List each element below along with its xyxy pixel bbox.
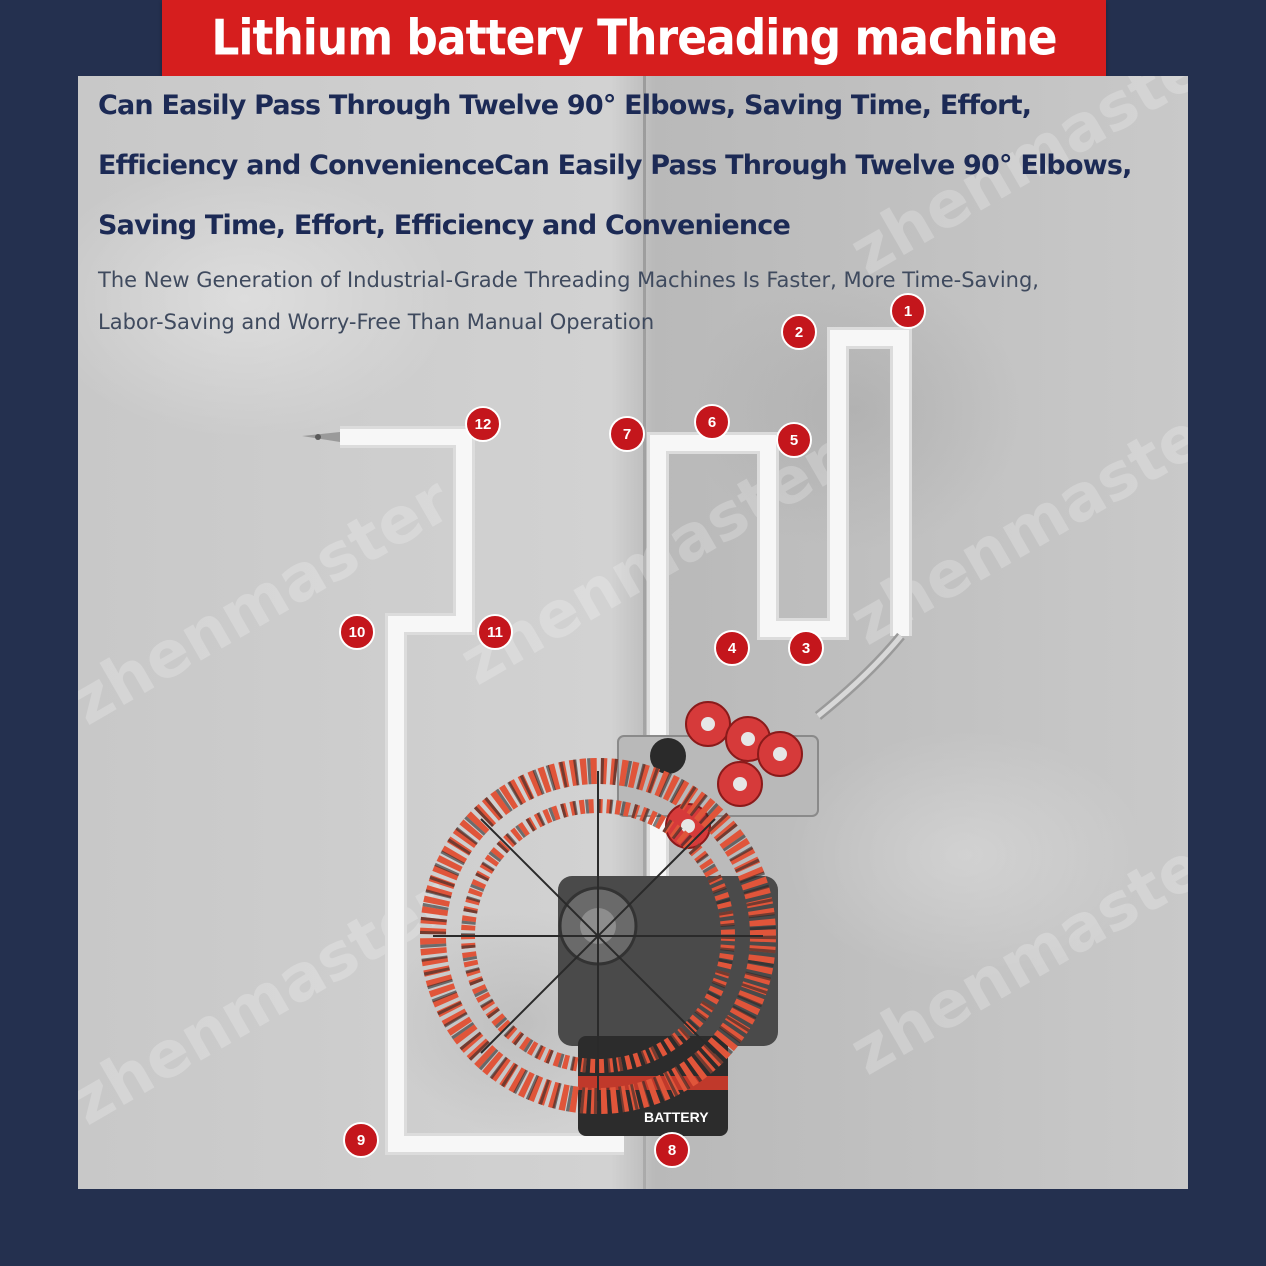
headline-line-3: Saving Time, Effort, Efficiency and Conv…	[98, 210, 791, 241]
elbow-marker-label: 10	[349, 624, 366, 641]
wire-reel	[420, 758, 776, 1114]
elbow-marker-label: 11	[487, 624, 503, 641]
elbow-marker-label: 6	[708, 414, 716, 431]
elbow-marker-label: 12	[475, 416, 492, 433]
elbow-marker-12: 12	[465, 406, 501, 442]
elbow-marker-label: 8	[668, 1142, 676, 1159]
battery-label: BATTERY	[644, 1109, 709, 1125]
elbow-marker-label: 7	[623, 426, 631, 443]
wall-corner	[643, 76, 646, 1189]
subtext-line-2: Labor-Saving and Worry-Free Than Manual …	[98, 310, 655, 334]
elbow-marker-label: 3	[802, 640, 810, 657]
elbow-marker-label: 1	[904, 303, 912, 320]
threading-diagram: BATTERY 1 2 3 4 5 6 7 8 9 10	[302, 293, 926, 1168]
title-banner: Lithium battery Threading machine	[162, 0, 1106, 76]
wire-tip-icon	[302, 432, 340, 442]
roller-wheels	[650, 701, 803, 849]
elbow-marker-9: 9	[343, 1122, 379, 1158]
elbow-marker-11: 11	[477, 614, 513, 650]
elbow-marker-label: 4	[728, 640, 737, 657]
elbow-marker-7: 7	[609, 416, 645, 452]
elbow-markers: 1 2 3 4 5 6 7 8 9 10 11 12	[339, 293, 926, 1168]
headline-line-1: Can Easily Pass Through Twelve 90° Elbow…	[98, 90, 1032, 121]
elbow-marker-1: 1	[890, 293, 926, 329]
banner-title: Lithium battery Threading machine	[211, 9, 1057, 67]
conduit-pipe	[340, 327, 912, 1155]
elbow-marker-10: 10	[339, 614, 375, 650]
elbow-marker-5: 5	[776, 422, 812, 458]
elbow-marker-label: 9	[357, 1132, 365, 1149]
elbow-marker-6: 6	[694, 404, 730, 440]
elbow-marker-8: 8	[654, 1132, 690, 1168]
elbow-marker-2: 2	[781, 314, 817, 350]
elbow-marker-label: 2	[795, 324, 803, 341]
elbow-marker-label: 5	[790, 432, 798, 449]
subtext-line-1: The New Generation of Industrial-Grade T…	[98, 268, 1039, 292]
elbow-marker-3: 3	[788, 630, 824, 666]
elbow-marker-4: 4	[714, 630, 750, 666]
headline-line-2: Efficiency and ConvenienceCan Easily Pas…	[98, 150, 1132, 181]
concrete-wall-image: zhenmaster zhenmaster zhenmaster zhenmas…	[78, 76, 1188, 1189]
